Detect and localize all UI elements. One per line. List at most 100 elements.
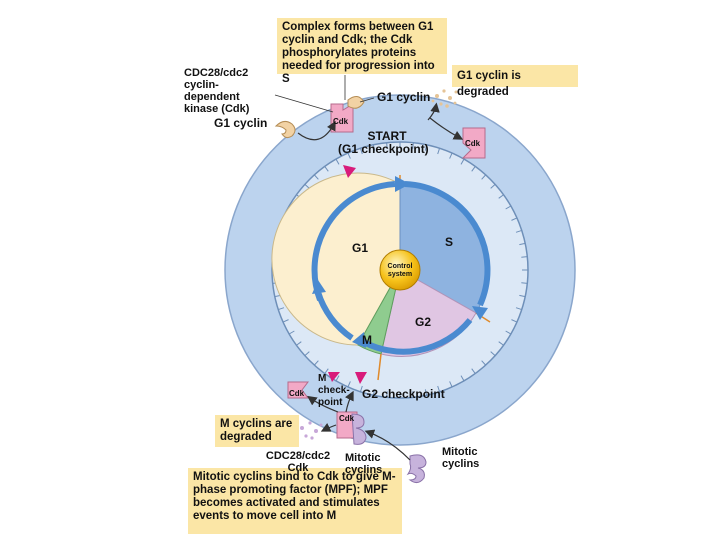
dial-tick [335, 158, 340, 165]
dial-tick [437, 385, 441, 392]
dial-tick [304, 351, 310, 357]
dial-tick [511, 217, 518, 221]
dial-tick [412, 391, 414, 398]
label-cdk-bottom: Cdk [339, 414, 355, 423]
cycle-arrowhead-g2 [472, 306, 488, 320]
phase-m-sector [357, 269, 401, 355]
cdk-free-bottom-left [287, 381, 309, 399]
dial-tick [515, 307, 522, 311]
dial-tick [449, 152, 453, 159]
dial-tick [304, 183, 310, 189]
control-system-label: Control system [387, 263, 413, 278]
dial-tick [460, 375, 465, 382]
arrow-cyclin-to-cdk [297, 120, 336, 141]
dial-tick [386, 142, 388, 149]
dial-tick [519, 294, 526, 298]
dial-tick [359, 148, 363, 155]
arrow-mpf-activation [345, 390, 354, 413]
dial-tick [278, 307, 285, 311]
dial-tick [372, 144, 376, 151]
leader-cdc28 [274, 94, 334, 113]
boundary-g2-m [377, 353, 382, 381]
leader-g1-cyclin-top [359, 97, 375, 103]
dial-tick [437, 148, 441, 155]
dial-tick [282, 319, 289, 323]
dial-tick [313, 360, 319, 366]
dial-tick [521, 256, 528, 258]
dial-tick [505, 330, 512, 335]
dial-tick [490, 183, 496, 189]
m-checkpoint-marker [328, 372, 340, 382]
control-system-center [379, 249, 421, 291]
dial-tick [412, 142, 414, 149]
mitotic-cyclin-free-right [406, 454, 427, 484]
dial-tick [498, 341, 504, 346]
label-cdk-bottom-left: Cdk [289, 389, 305, 398]
arrow-mitotic-binding [364, 429, 411, 461]
label-cdc28-bottom: CDC28/cdc2 Cdk [265, 450, 331, 474]
cdk-free-right [461, 127, 486, 159]
phase-g1-sector [271, 172, 401, 346]
label-cdc28-kinase: CDC28/cdc2 cyclin-dependent kinase (Cdk) [184, 67, 250, 115]
phase-label-s: S [445, 235, 454, 249]
dial-tick [505, 205, 512, 210]
arrow-release-cdk [429, 117, 464, 140]
mitotic-cyclin-bound [351, 413, 367, 445]
phase-label-g2: G2 [415, 315, 432, 329]
cycle-arrow-m-g1 [315, 291, 354, 341]
dial-tick [424, 144, 428, 151]
cycle-arrowhead-g1 [312, 280, 326, 294]
label-g1-cyclin-left: G1 cyclin [214, 116, 268, 130]
label-g2-checkpoint: G2 checkpoint [362, 387, 445, 401]
dial-tick [521, 282, 528, 284]
arrow-to-m-degradation [320, 423, 337, 432]
dial-tick [515, 229, 522, 233]
label-start: START [367, 129, 407, 143]
dial-tick [490, 351, 496, 357]
note-mitotic-bind: Mitotic cyclins bind to Cdk to give M-ph… [188, 468, 402, 534]
dial-tick [386, 391, 388, 398]
label-g1-checkpoint: (G1 checkpoint) [338, 142, 429, 156]
dial-tick [471, 166, 476, 172]
dial-tick [347, 381, 351, 388]
note-g1-complex: Complex forms between G1 cyclin and Cdk;… [277, 18, 447, 85]
dial-tick [335, 375, 340, 382]
phase-label-m: M [362, 333, 372, 347]
phase-label-g1: G1 [352, 241, 369, 255]
dial-tick [424, 389, 428, 396]
cycle-arrowhead-s [395, 176, 410, 192]
note-g1-degraded: G1 cyclin is degraded [452, 65, 578, 98]
g1-cyclin-fragments [431, 89, 458, 108]
label-mitotic-cyclins-right: Mitotic cyclins [442, 446, 480, 470]
label-cdk-top: Cdk [333, 117, 349, 126]
dial-tick [471, 368, 476, 374]
dial-tick [324, 368, 329, 374]
note-m-degraded: M cyclins are degraded [215, 415, 299, 447]
cycle-arrow-s-g2 [404, 181, 491, 307]
dial-tick [347, 152, 351, 159]
dial-tick [296, 341, 302, 346]
dial-tick [324, 166, 329, 172]
g1-checkpoint-marker [343, 165, 356, 178]
dial-tick [519, 242, 526, 246]
dial-tick [449, 381, 453, 388]
label-mitotic-cyclins-center: Mitotic cyclins [345, 452, 383, 476]
label-cdk-right: Cdk [465, 139, 481, 148]
dial-tick [460, 158, 465, 165]
g1-cyclin-bound-top [347, 96, 365, 109]
cycle-arrowhead-m [352, 332, 366, 348]
dial-tick [481, 174, 487, 180]
g1-cyclin-free-left [274, 120, 296, 139]
label-g1-cyclin-top: G1 cyclin [377, 90, 431, 104]
dial-tick [372, 389, 376, 396]
dial-tick [498, 194, 504, 199]
g2-checkpoint-marker [355, 372, 367, 384]
dial-tick [511, 319, 518, 323]
cycle-arrow-g1-s [311, 181, 396, 302]
dial-tick [481, 360, 487, 366]
dial-tick [359, 385, 363, 392]
dial-tick [313, 174, 319, 180]
arrow-to-degradation [427, 102, 440, 121]
